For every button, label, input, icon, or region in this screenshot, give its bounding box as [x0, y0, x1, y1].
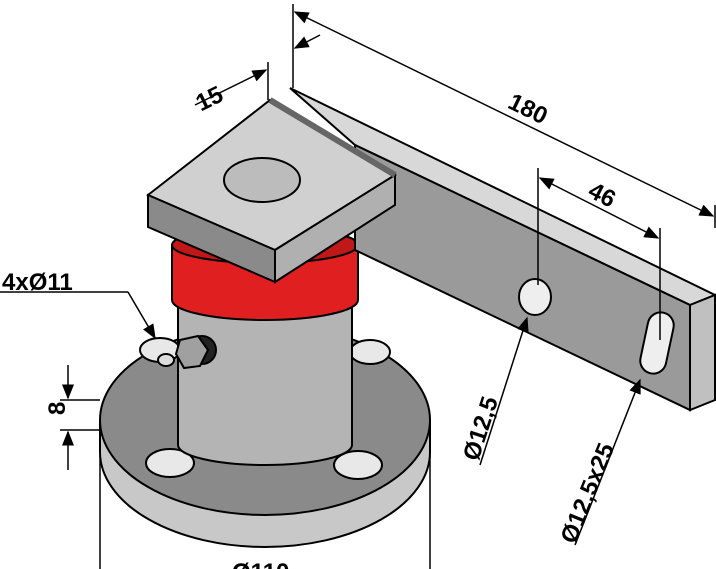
- flange-hole: [333, 450, 383, 480]
- dim-46: 46: [584, 177, 620, 213]
- dim-8: 8: [44, 402, 71, 415]
- dim-round-hole: Ø12,5: [458, 393, 504, 464]
- red-collar: [171, 244, 359, 321]
- dim-flange-holes: 4xØ11: [2, 269, 73, 296]
- dim-flange-diameter: Ø110: [232, 559, 289, 569]
- flange-hole: [145, 448, 195, 478]
- flange-hole: [349, 339, 391, 365]
- pivot-disc: [223, 157, 301, 203]
- dimension-lines: [0, 4, 716, 569]
- slot-hole: [639, 311, 675, 375]
- dim-slot-hole: Ø12,5x25: [556, 439, 621, 547]
- dim-15: 15: [192, 81, 228, 117]
- round-hole: [518, 278, 552, 316]
- dim-180: 180: [504, 88, 552, 130]
- grease-nipple: [157, 334, 217, 370]
